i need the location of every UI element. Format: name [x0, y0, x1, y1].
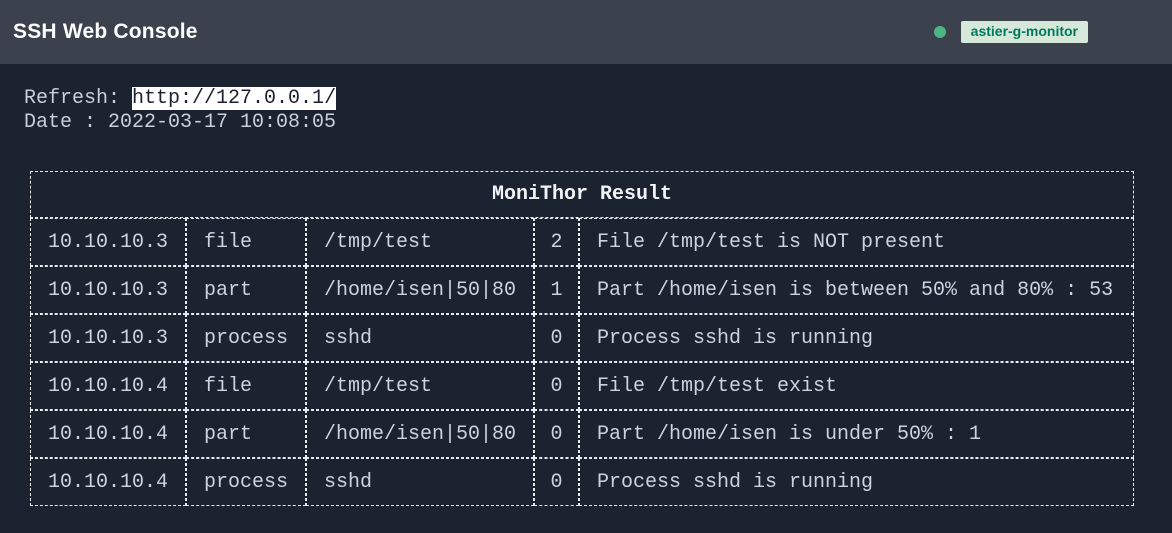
table-row: 10.10.10.3 process sshd 0 Process sshd i… — [30, 314, 1134, 362]
cell-check-type: process — [186, 314, 306, 362]
table-title-row: MoniThor Result — [30, 171, 1134, 218]
cell-check-type: part — [186, 266, 306, 314]
cell-status-code: 0 — [534, 458, 579, 506]
cell-status-code: 0 — [534, 314, 579, 362]
page-title: SSH Web Console — [13, 20, 198, 43]
cell-message: Part /home/isen is between 50% and 80% :… — [579, 266, 1134, 314]
cell-message: Part /home/isen is under 50% : 1 — [579, 410, 1134, 458]
cell-message: File /tmp/test is NOT present — [579, 218, 1134, 266]
cell-message: File /tmp/test exist — [579, 362, 1134, 410]
cell-status-code: 2 — [534, 218, 579, 266]
result-table-body: 10.10.10.3 file /tmp/test 2 File /tmp/te… — [30, 218, 1134, 506]
table-row: 10.10.10.4 file /tmp/test 0 File /tmp/te… — [30, 362, 1134, 410]
table-row: 10.10.10.3 file /tmp/test 2 File /tmp/te… — [30, 218, 1134, 266]
cell-host: 10.10.10.4 — [30, 362, 186, 410]
cell-message: Process sshd is running — [579, 458, 1134, 506]
cell-check-type: part — [186, 410, 306, 458]
cell-parameter: /tmp/test — [306, 362, 534, 410]
cell-parameter: sshd — [306, 458, 534, 506]
cell-parameter: /tmp/test — [306, 218, 534, 266]
header-bar: SSH Web Console astier-g-monitor — [0, 0, 1172, 64]
date-value: 2022-03-17 10:08:05 — [108, 111, 337, 134]
online-status-dot-icon — [933, 25, 946, 38]
table-row: 10.10.10.4 process sshd 0 Process sshd i… — [30, 458, 1134, 506]
date-label: Date : — [24, 111, 109, 134]
cell-check-type: process — [186, 458, 306, 506]
cell-check-type: file — [186, 362, 306, 410]
table-row: 10.10.10.4 part /home/isen|50|80 0 Part … — [30, 410, 1134, 458]
date-line: Date : 2022-03-17 10:08:05 — [24, 111, 1172, 135]
cell-host: 10.10.10.3 — [30, 314, 186, 362]
cell-host: 10.10.10.3 — [30, 218, 186, 266]
cell-message: Process sshd is running — [579, 314, 1134, 362]
header-status-area: astier-g-monitor — [933, 20, 1088, 44]
cell-host: 10.10.10.3 — [30, 266, 186, 314]
cell-host: 10.10.10.4 — [30, 458, 186, 506]
table-title: MoniThor Result — [30, 171, 1134, 218]
refresh-url-link[interactable]: http://127.0.0.1/ — [132, 87, 337, 110]
cell-status-code: 0 — [534, 362, 579, 410]
cell-parameter: /home/isen|50|80 — [306, 410, 534, 458]
console-body: Refresh: http://127.0.0.1/ Date : 2022-0… — [0, 64, 1172, 506]
refresh-label: Refresh: — [24, 87, 133, 110]
refresh-line: Refresh: http://127.0.0.1/ — [24, 87, 1172, 111]
cell-status-code: 1 — [534, 266, 579, 314]
cell-parameter: /home/isen|50|80 — [306, 266, 534, 314]
table-row: 10.10.10.3 part /home/isen|50|80 1 Part … — [30, 266, 1134, 314]
cell-host: 10.10.10.4 — [30, 410, 186, 458]
cell-parameter: sshd — [306, 314, 534, 362]
monitor-name-badge: astier-g-monitor — [960, 20, 1088, 44]
cell-status-code: 0 — [534, 410, 579, 458]
cell-check-type: file — [186, 218, 306, 266]
result-table: MoniThor Result 10.10.10.3 file /tmp/tes… — [30, 171, 1134, 506]
